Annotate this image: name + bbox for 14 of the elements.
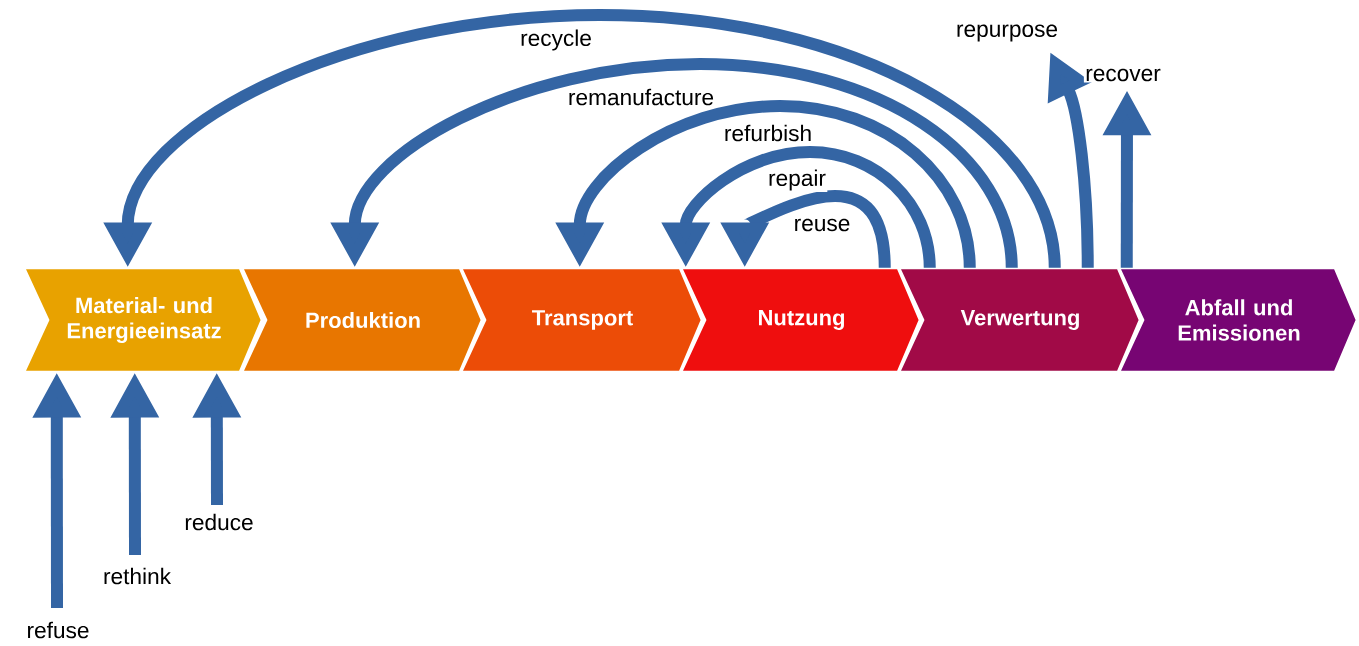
process-step: Material- und Energieeinsatz (21, 266, 264, 374)
edge-label: repurpose (954, 23, 1060, 43)
edge-label: refuse (25, 620, 91, 640)
edge-label: recover (1083, 67, 1163, 83)
edge-label: reduce (183, 512, 255, 532)
edge-label: reuse (792, 217, 852, 233)
edge-label: remanufacture (566, 87, 716, 107)
edge-label: recycle (518, 28, 594, 52)
edge-label: repair (766, 168, 828, 192)
process-step: Transport (458, 266, 704, 374)
edge-label: refurbish (722, 123, 814, 143)
process-step: Produktion (239, 266, 484, 374)
process-step: Abfall und Emissionen (1116, 266, 1359, 374)
edge-label: rethink (101, 566, 173, 586)
